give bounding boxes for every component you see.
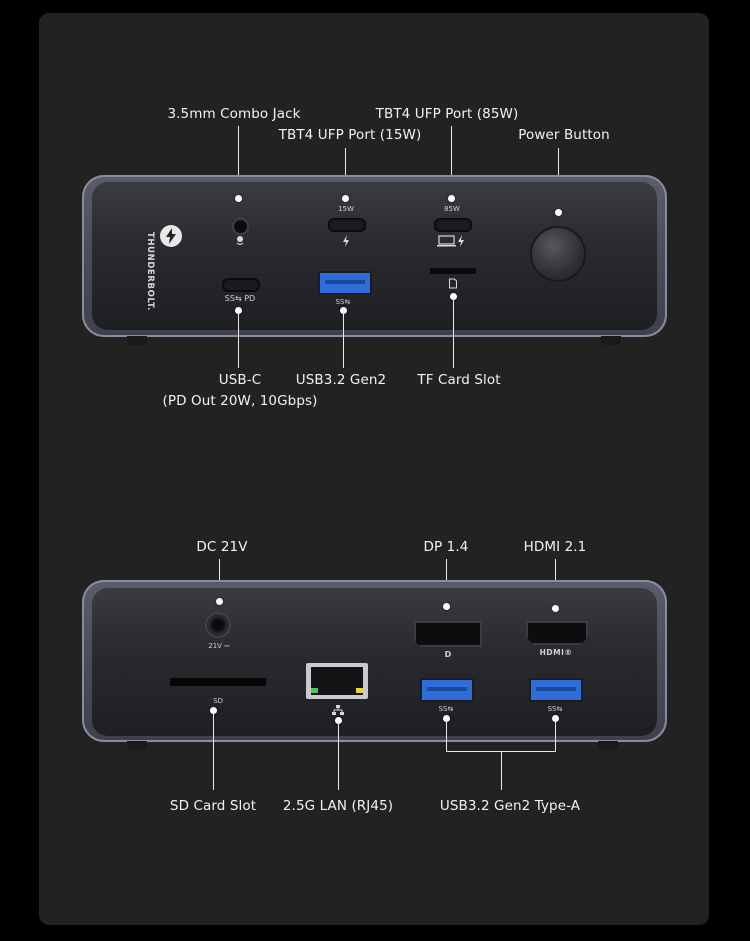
product-panel	[39, 13, 709, 925]
callout-line	[453, 296, 454, 368]
label-dp: DP 1.4	[423, 539, 469, 555]
usb-c-port	[222, 278, 260, 292]
usb-a-port	[318, 271, 372, 295]
dock-foot	[601, 336, 621, 345]
callout-line	[338, 720, 339, 790]
label-dc: DC 21V	[196, 539, 248, 555]
card-icon	[449, 278, 458, 292]
sd-mark: SD	[213, 697, 223, 705]
label-tf-slot: TF Card Slot	[417, 372, 501, 388]
callout-line	[345, 148, 346, 198]
callout-line	[213, 710, 214, 790]
usba-ss-mark: SS⇆	[335, 298, 351, 306]
dock-foot	[127, 336, 147, 345]
callout-line	[555, 718, 556, 752]
callout-dot	[551, 604, 559, 612]
callout-dot	[442, 602, 450, 610]
label-tbt4-15w: TBT4 UFP Port (15W)	[278, 127, 422, 143]
tbt4-85w-port	[434, 218, 472, 232]
power-button[interactable]	[530, 226, 586, 282]
dock-foot	[598, 741, 618, 750]
rj45-lan-port	[306, 663, 368, 699]
tf-card-slot	[430, 268, 476, 274]
callout-line	[451, 126, 452, 198]
thunderbolt-brand: THUNDERBOLT.	[145, 232, 155, 311]
sd-card-slot	[170, 678, 266, 686]
tbt4-15w-port	[328, 218, 366, 232]
usb-a-port-2	[529, 678, 583, 702]
label-tbt4-85w: TBT4 UFP Port (85W)	[375, 106, 519, 122]
headset-icon	[235, 235, 245, 250]
label-usb-c-detail: (PD Out 20W, 10Gbps)	[162, 393, 318, 409]
usba-ss-mark: SS⇆	[547, 705, 563, 713]
label-power-button: Power Button	[518, 127, 610, 143]
hdmi-port	[526, 621, 588, 645]
thunderbolt-bolt-icon	[342, 235, 350, 250]
hdmi-mark: HDMI®	[539, 648, 573, 657]
label-sd-slot: SD Card Slot	[169, 798, 257, 814]
label-usb32-gen2: USB3.2 Gen2	[295, 372, 387, 388]
callout-line	[238, 126, 239, 198]
laptop-charge-icon	[437, 235, 467, 250]
displayport-port	[414, 621, 482, 647]
callout-dot	[341, 194, 349, 202]
callout-line	[238, 310, 239, 368]
port-85w-mark: 85W	[444, 205, 460, 213]
usbc-ss-pd-mark: SS⇆ PD	[224, 294, 256, 303]
dc-jack-port	[205, 612, 231, 638]
callout-line	[446, 718, 447, 752]
dp-mark: D	[444, 650, 452, 659]
network-icon	[332, 705, 344, 718]
label-hdmi: HDMI 2.1	[523, 539, 587, 555]
label-combo-jack: 3.5mm Combo Jack	[167, 106, 301, 122]
callout-dot	[554, 208, 562, 216]
label-usb-type-a: USB3.2 Gen2 Type-A	[439, 798, 581, 814]
callout-line	[343, 310, 344, 368]
dock-foot	[127, 741, 147, 750]
callout-dot	[234, 194, 242, 202]
callout-dot	[447, 194, 455, 202]
usb-a-port-1	[420, 678, 474, 702]
combo-jack-port	[232, 218, 249, 235]
port-15w-mark: 15W	[338, 205, 354, 213]
dock-rear-face	[92, 588, 657, 736]
callout-dot	[215, 597, 223, 605]
label-usb-c: USB-C	[218, 372, 262, 388]
usba-ss-mark: SS⇆	[438, 705, 454, 713]
thunderbolt-logo-icon	[160, 225, 182, 247]
dc-21v-mark: 21V ⎓	[208, 642, 230, 650]
label-lan: 2.5G LAN (RJ45)	[282, 798, 394, 814]
callout-line	[501, 751, 502, 790]
